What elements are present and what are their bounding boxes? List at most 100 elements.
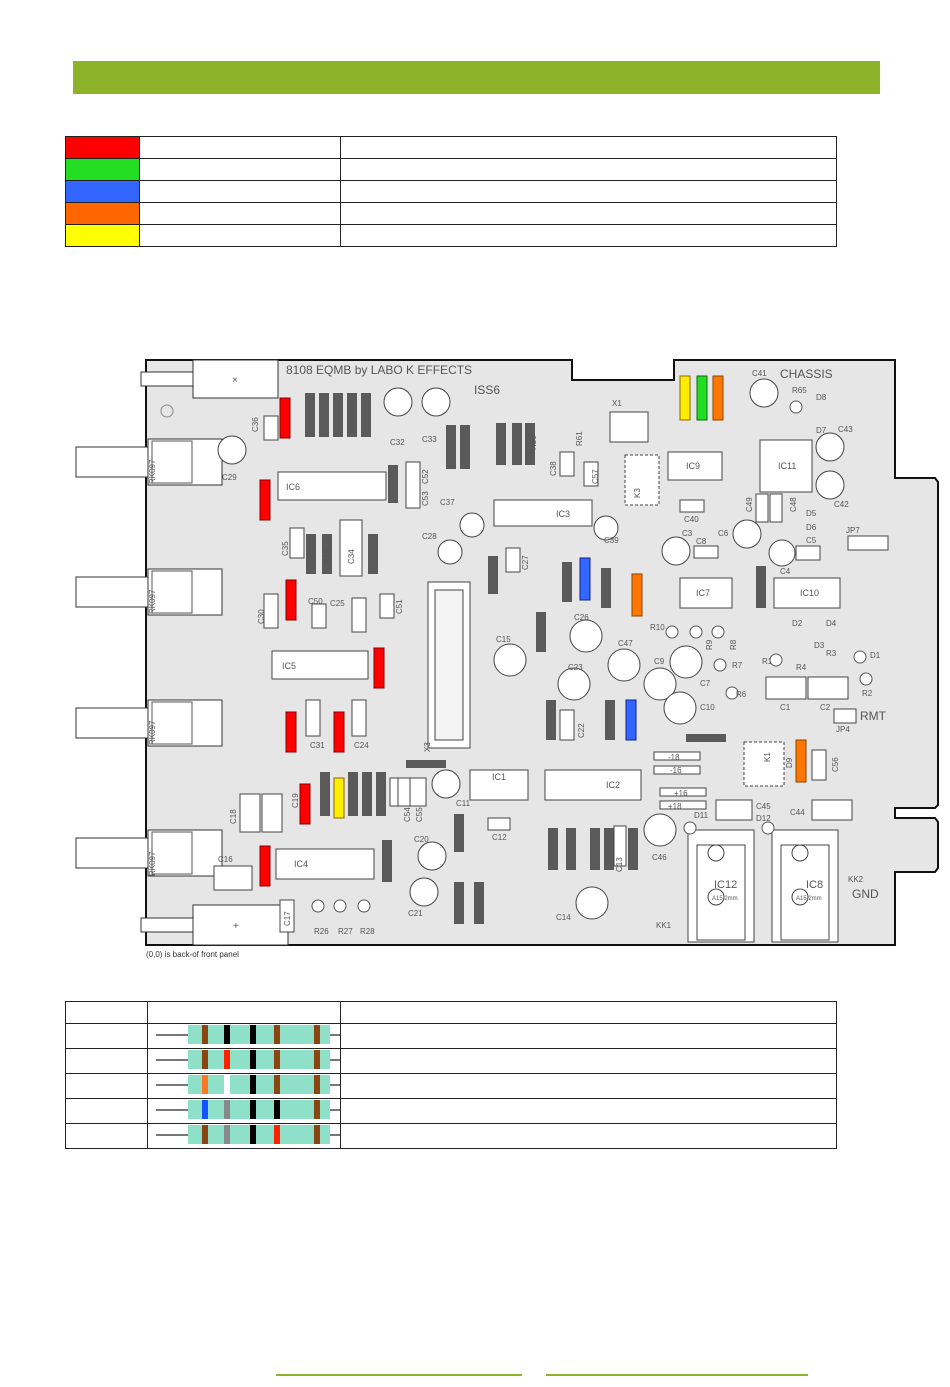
ref-label-c25: C25 — [330, 599, 345, 608]
ref-label-ic4: IC4 — [294, 859, 308, 869]
ref-label-c54: C54 — [403, 807, 412, 822]
resistor-color-table — [65, 1001, 837, 1149]
ref-label-c43: C43 — [838, 425, 853, 434]
ref-label-c21: C21 — [408, 909, 423, 918]
pot-label: RK097 — [148, 459, 157, 484]
ref-label-c40: C40 — [684, 515, 699, 524]
ref-label-c56: C56 — [831, 757, 840, 772]
resistor-body — [188, 1100, 330, 1119]
ref-label-r9: R9 — [705, 639, 714, 650]
ref-label-c9: C9 — [654, 657, 665, 666]
gnd-label: GND — [852, 887, 879, 901]
resistor-band — [274, 1100, 280, 1119]
resistor-band — [202, 1125, 208, 1144]
resistor-band — [274, 1050, 280, 1069]
ref-label-r61: R61 — [575, 431, 584, 446]
footer-line-left — [276, 1374, 522, 1376]
resistor-band — [250, 1125, 256, 1144]
resistor-row — [65, 1048, 837, 1074]
ref-label-ic12: IC12 — [714, 879, 737, 891]
ref-label-c37: C37 — [440, 498, 455, 507]
pcb-caption: (0,0) is back-of front panel — [146, 950, 239, 959]
ref-label-r6: R6 — [736, 690, 747, 699]
ref-label-c7: C7 — [700, 679, 711, 688]
ref-label-c49: C49 — [745, 497, 754, 512]
pcb-layout: × + — [75, 359, 939, 946]
ref-label-m18: -18 — [668, 753, 680, 762]
ref-label-c28: C28 — [422, 532, 437, 541]
resistor-band — [250, 1050, 256, 1069]
pot-label: RK097 — [148, 589, 157, 614]
ref-label-c17: C17 — [283, 911, 292, 926]
ref-label-r4: R4 — [796, 663, 807, 672]
ref-label-ic11: IC11 — [778, 461, 796, 471]
ref-label-a15: A15,2mm — [796, 896, 822, 902]
resistor-band — [202, 1100, 208, 1119]
ref-label-c51: C51 — [395, 599, 404, 614]
ref-label-c12: C12 — [492, 833, 507, 842]
resistor-image — [156, 1100, 340, 1119]
ref-label-c52: C52 — [421, 469, 430, 484]
ref-label-c22: C22 — [577, 723, 586, 738]
resistor-band — [314, 1125, 320, 1144]
pcb-issue: ISS6 — [474, 383, 500, 397]
legend-row — [65, 202, 837, 225]
resistor-image — [156, 1025, 340, 1044]
ref-label-ic7: IC7 — [696, 588, 710, 598]
ref-label-d3: D3 — [814, 641, 825, 650]
ref-label-x1: X1 — [612, 399, 622, 408]
svg-text:+: + — [233, 921, 239, 932]
ref-label-r10: R10 — [650, 623, 665, 632]
ref-label-c53: C53 — [421, 491, 430, 506]
ref-label-c35: C35 — [281, 541, 290, 556]
resistor-band — [250, 1100, 256, 1119]
resistor-row — [65, 1023, 837, 1049]
ref-label-r3: R3 — [826, 649, 837, 658]
ref-label-c34: C34 — [347, 549, 356, 564]
ref-label-c6: C6 — [718, 529, 729, 538]
ref-label-c3: C3 — [682, 529, 693, 538]
ref-label-c38: C38 — [549, 461, 558, 476]
ref-label-c13: C13 — [615, 857, 624, 872]
ref-label-c39: C39 — [604, 536, 619, 545]
ref-label-jp7: JP7 — [846, 526, 860, 535]
ref-label-ic1: IC1 — [492, 772, 506, 782]
resistor-body — [188, 1025, 330, 1044]
ref-label-d6: D6 — [806, 523, 817, 532]
legend-row — [65, 180, 837, 203]
ref-label-c33: C33 — [422, 435, 437, 444]
ref-label-kk2: KK2 — [848, 875, 864, 884]
resistor-image — [156, 1125, 340, 1144]
ref-label-d8: D8 — [816, 393, 827, 402]
resistor-band — [202, 1025, 208, 1044]
ref-label-c50: C50 — [308, 597, 323, 606]
resistor-header-row — [65, 1001, 837, 1024]
chassis-label: CHASSIS — [780, 367, 833, 381]
ref-label-c2: C2 — [820, 703, 831, 712]
resistor-band — [202, 1050, 208, 1069]
ref-label-c26: C26 — [574, 613, 589, 622]
resistor-band — [274, 1125, 280, 1144]
ref-label-c16: C16 — [218, 855, 233, 864]
ref-label-c48: C48 — [789, 497, 798, 512]
ref-label-c45: C45 — [756, 802, 771, 811]
ref-label-m16: -16 — [670, 766, 682, 775]
resistor-band — [224, 1075, 230, 1094]
ref-label-c29: C29 — [222, 473, 237, 482]
ref-label-r48: R48 — [323, 549, 332, 564]
ref-label-r2: R2 — [862, 689, 873, 698]
resistor-body — [188, 1050, 330, 1069]
ref-label-c11: C11 — [456, 799, 471, 808]
header-bar — [73, 61, 880, 94]
ref-label-p18: +18 — [668, 802, 682, 811]
rmt-label: RMT — [860, 709, 887, 723]
ref-label-d11: D11 — [694, 811, 709, 820]
ref-label-c30: C30 — [257, 609, 266, 624]
ref-label-ic9: IC9 — [686, 461, 700, 471]
ref-label-a15: A15,2mm — [712, 896, 738, 902]
ref-label-c27: C27 — [521, 555, 530, 570]
ref-label-ic8: IC8 — [806, 879, 823, 891]
swatch-orange — [65, 202, 140, 225]
resistor-row — [65, 1123, 837, 1149]
ref-label-r65: R65 — [792, 386, 807, 395]
